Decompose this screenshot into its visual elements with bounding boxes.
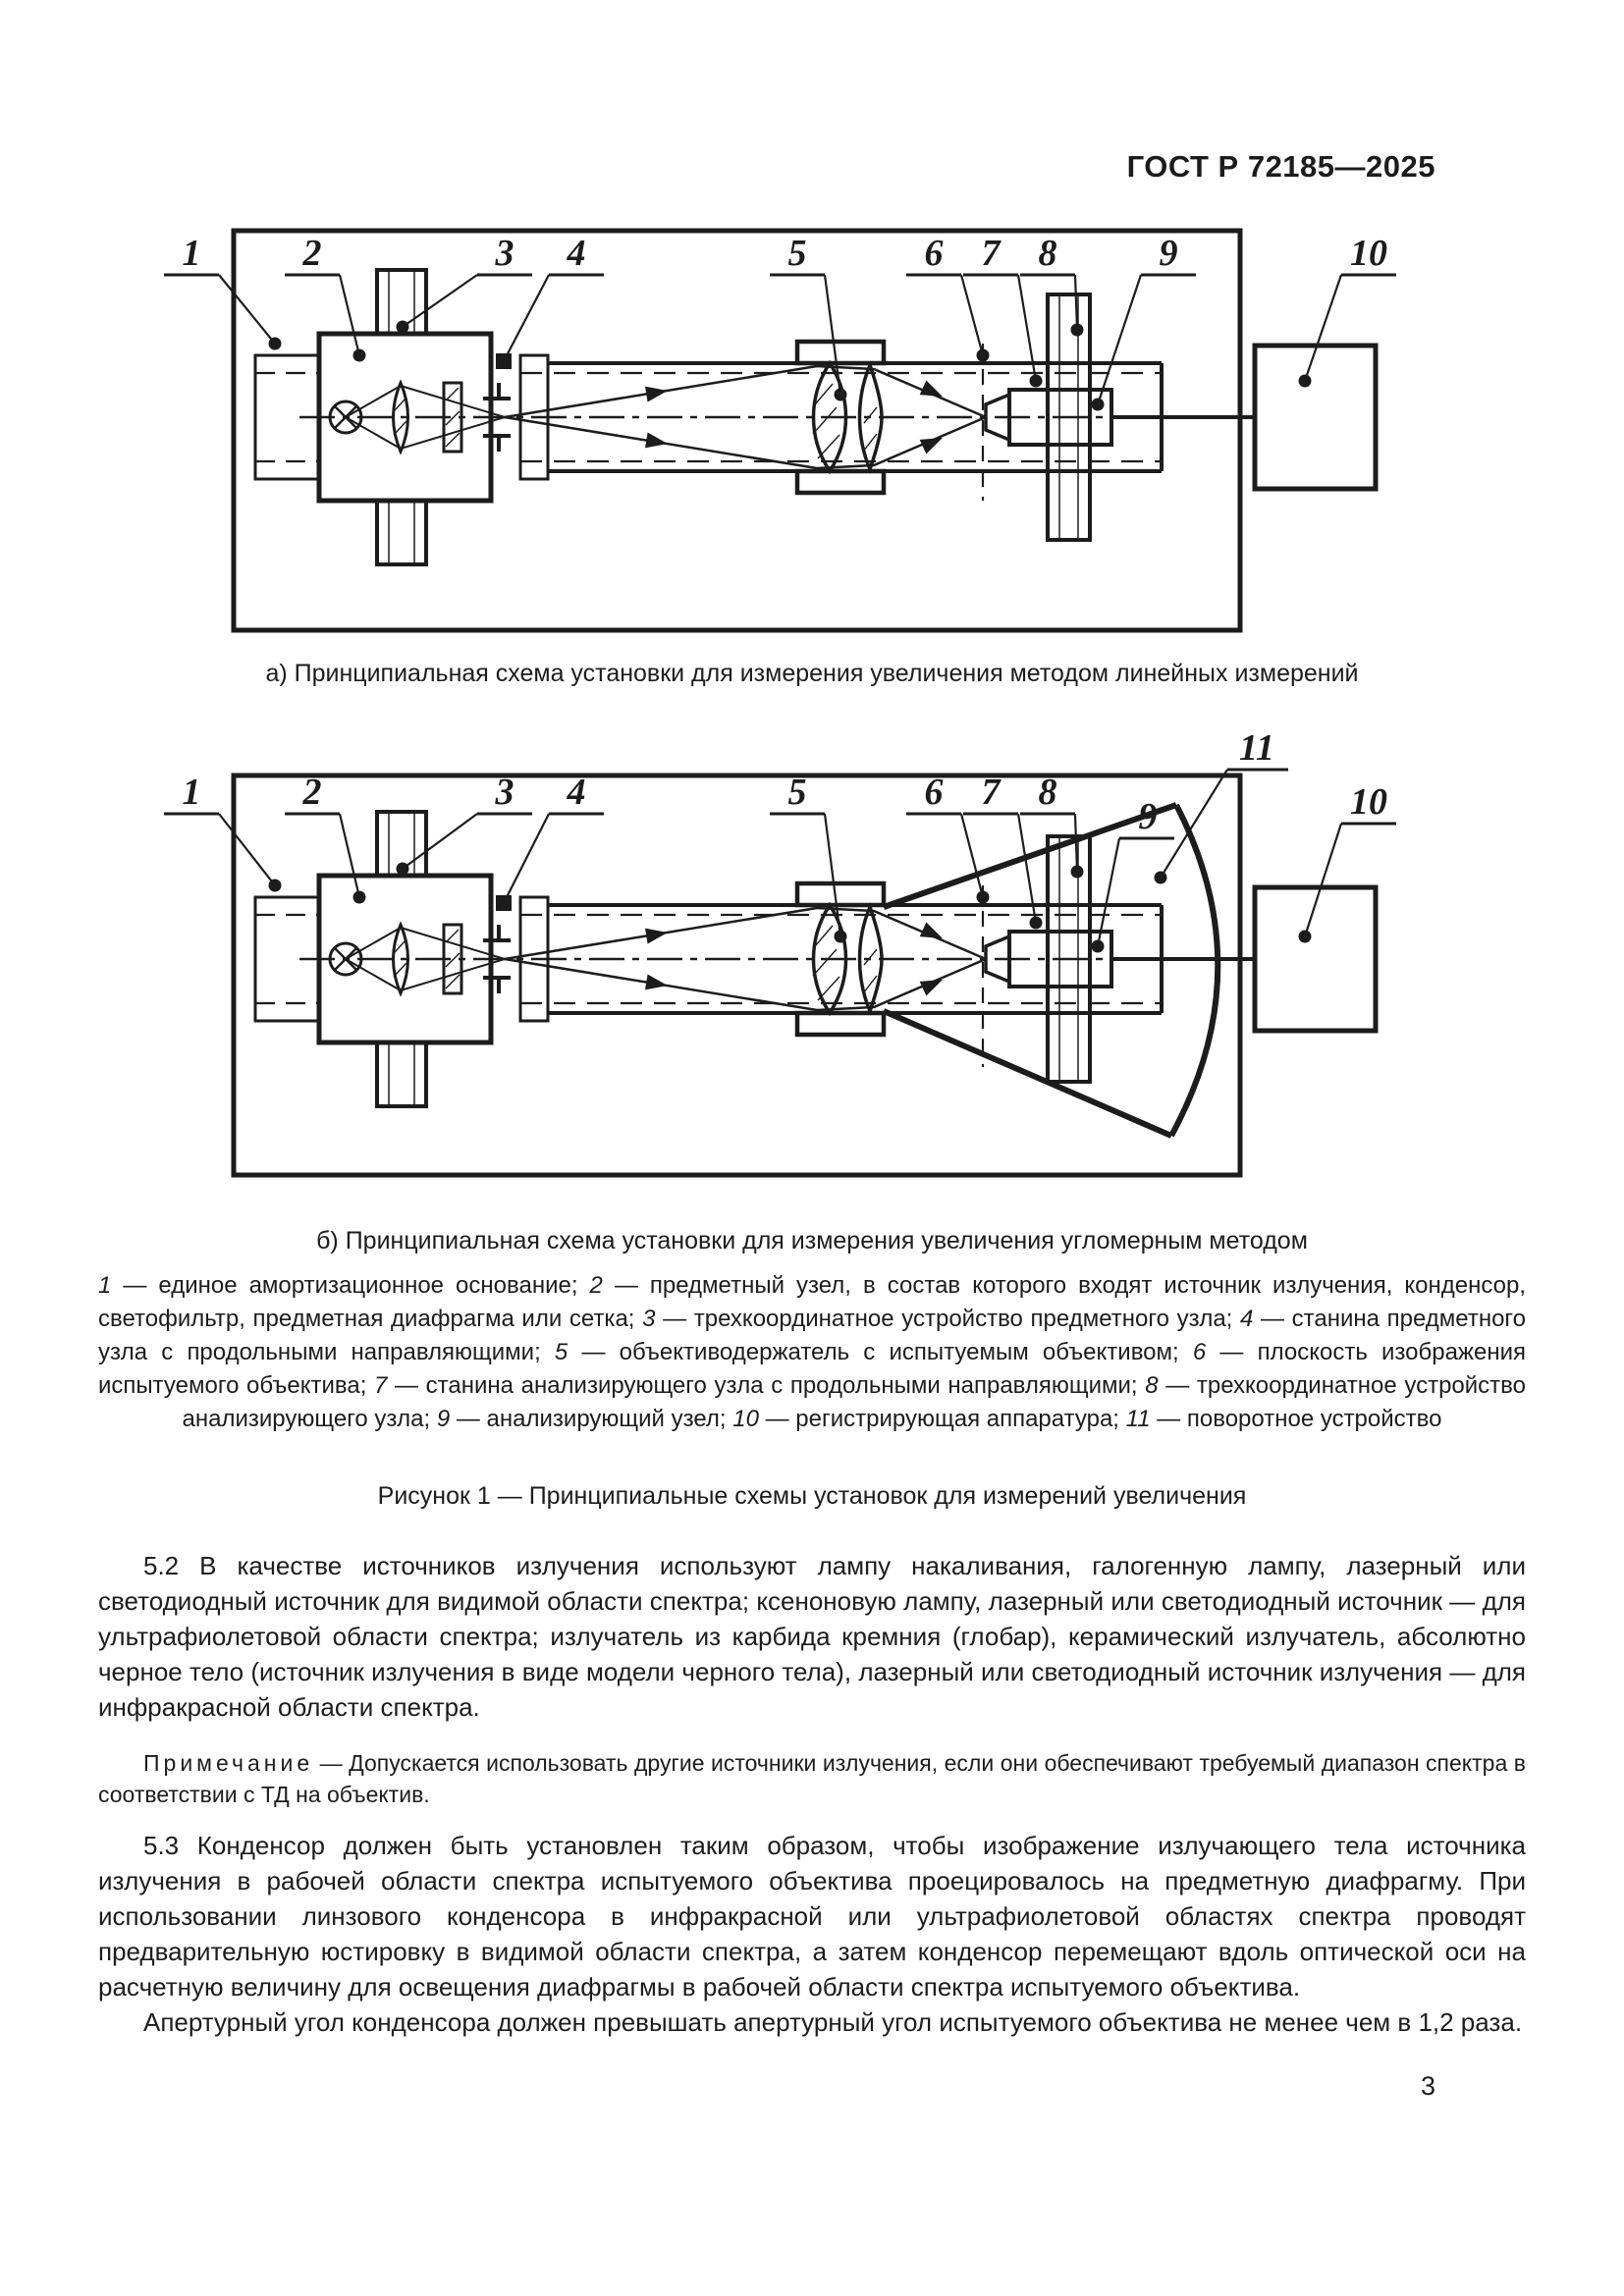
rotating-device-sector xyxy=(882,802,1221,1139)
registering-apparatus-box xyxy=(1252,343,1379,492)
figure-title: Рисунок 1 — Принципиальные схемы установ… xyxy=(377,1482,1247,1510)
callout-10: 10 xyxy=(1350,233,1387,274)
callout-9: 9 xyxy=(1160,233,1178,274)
paragraph-5-3b: Апертурный угол конденсора должен превыш… xyxy=(143,2007,1523,2037)
callout-8: 8 xyxy=(1039,772,1057,813)
diagram-a-linear-method: 1 2 3 4 5 6 7 8 9 10 xyxy=(164,228,1396,633)
legend-item: 2 — предметный узел, в состав которого в… xyxy=(98,1272,1526,1332)
callout-9: 9 xyxy=(1139,796,1158,837)
legend-item: 6 — плоскость изображения испытуемого об… xyxy=(98,1339,1526,1399)
callout-10: 10 xyxy=(1350,781,1387,823)
callout-dots xyxy=(268,862,1312,953)
note-paragraph: Примечание — Допускается использовать др… xyxy=(98,1747,1526,1810)
paragraph-5-3a: 5.3 Конденсор должен быть установлен так… xyxy=(98,1831,1526,2002)
callout-8: 8 xyxy=(1039,233,1057,274)
legend-item: 1 — единое амортизационное основание; xyxy=(98,1272,590,1299)
callout-5: 5 xyxy=(788,233,807,274)
figure-caption-b: б) Принципиальная схема установки для из… xyxy=(316,1227,1308,1255)
document-code-header: ГОСТ Р 72185—2025 xyxy=(1126,149,1435,184)
legend-item: 8 — трехкоординатное устройство анализир… xyxy=(182,1372,1526,1432)
condenser-lens-icon xyxy=(345,379,506,455)
legend-item: 10 — регистрирующая аппаратура; xyxy=(732,1406,1126,1432)
callout-11: 11 xyxy=(1239,728,1274,769)
section-5-3: 5.3 Конденсор должен быть установлен так… xyxy=(98,1828,1526,2040)
object-diaphragm-icon xyxy=(483,925,511,993)
callout-1: 1 xyxy=(183,233,201,274)
callout-numbers-b: 1 2 3 4 5 6 7 8 9 10 11 xyxy=(183,728,1388,837)
note-label: Примечание xyxy=(143,1750,314,1776)
callout-3: 3 xyxy=(495,772,514,813)
callout-7: 7 xyxy=(982,772,1002,813)
callout-2: 2 xyxy=(302,772,322,813)
paragraph-5-2: 5.2 В качестве источников излучения испо… xyxy=(98,1551,1526,1722)
legend-item: 7 — станина анализирующего узла с продол… xyxy=(374,1372,1146,1399)
registering-apparatus-box xyxy=(1252,884,1379,1034)
callout-4: 4 xyxy=(567,233,586,274)
legend-item: 4 — станина предметного узла с продольны… xyxy=(98,1306,1526,1365)
callout-5: 5 xyxy=(788,772,807,813)
legend-item: 11 — поворотное устройство xyxy=(1125,1406,1442,1432)
callout-3: 3 xyxy=(495,233,514,274)
legend-item: 3 — трехкоординатное устройство предметн… xyxy=(642,1306,1240,1332)
condenser-lens-icon xyxy=(345,921,506,997)
base-frame xyxy=(231,228,1243,633)
base-frame xyxy=(231,773,1243,1178)
callout-dots xyxy=(268,320,1312,411)
section-5-2: 5.2 В качестве источников излучения испо… xyxy=(98,1548,1526,1725)
callout-4: 4 xyxy=(567,772,586,813)
callout-1: 1 xyxy=(183,772,201,813)
note-text: — Допускается использовать другие источн… xyxy=(98,1750,1526,1807)
legend-item: 9 — анализирующий узел; xyxy=(436,1406,733,1432)
figure-caption-a: а) Принципиальная схема установки для из… xyxy=(265,660,1359,687)
callout-7: 7 xyxy=(982,233,1002,274)
objective-holder xyxy=(794,881,887,1038)
callout-leaders xyxy=(164,768,1396,947)
legend-item: 5 — объективодержатель с испытуемым объе… xyxy=(554,1339,1193,1365)
callout-numbers-a: 1 2 3 4 5 6 7 8 9 10 xyxy=(183,233,1388,274)
figure-legend: 1 — единое амортизационное основание; 2 … xyxy=(98,1269,1526,1436)
ray-traces xyxy=(504,906,987,1012)
callout-leaders xyxy=(164,273,1396,405)
diagram-b-goniometric-method: 1 2 3 4 5 6 7 8 9 10 11 xyxy=(164,728,1396,1178)
ray-traces xyxy=(504,364,987,470)
page-number: 3 xyxy=(1420,2071,1435,2101)
callout-2: 2 xyxy=(302,233,322,274)
object-diaphragm-icon xyxy=(483,383,511,452)
callout-6: 6 xyxy=(925,772,944,813)
callout-6: 6 xyxy=(925,233,944,274)
